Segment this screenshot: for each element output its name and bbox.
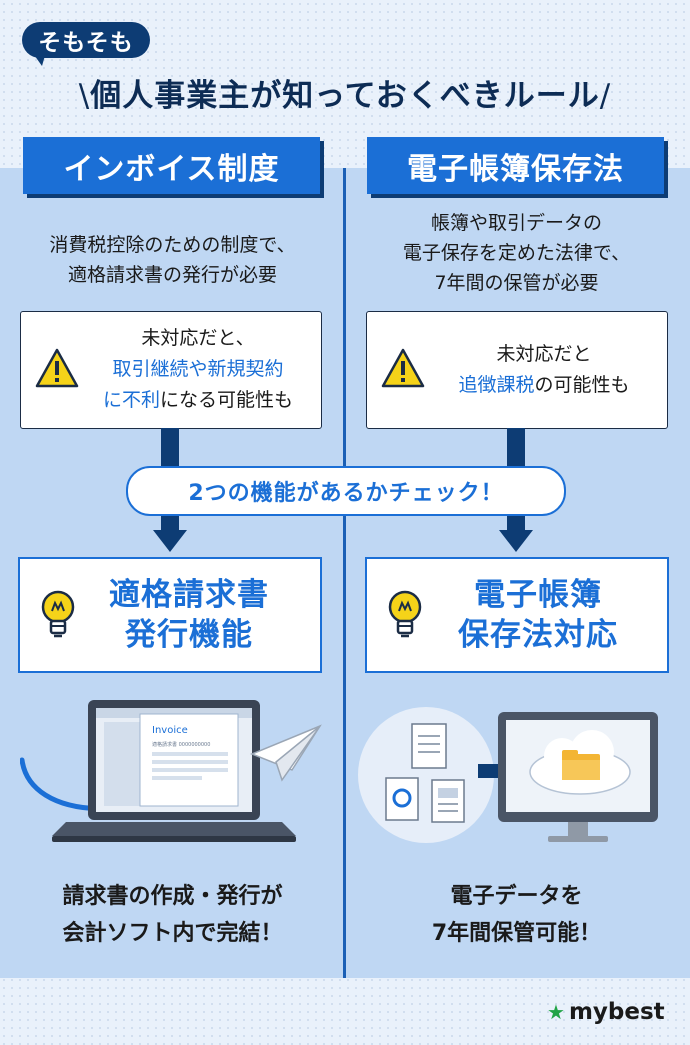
left-summary: 請求書の作成・発行が 会計ソフト内で完結！ [10, 878, 335, 952]
mybest-logo: ★ mybest [547, 998, 665, 1026]
warning-icon [381, 348, 425, 388]
document-icon [431, 779, 465, 823]
warning-icon [35, 348, 79, 388]
right-desc-line: 7年間の保管が必要 [434, 272, 599, 294]
lightbulb-icon [41, 590, 75, 638]
left-summary-line: 会計ソフト内で完結！ [62, 921, 283, 946]
lightbulb-icon [388, 590, 422, 638]
title-text: 個人事業主が知っておくべきルール [90, 78, 600, 114]
star-icon: ★ [547, 1000, 565, 1024]
right-summary-line: 7年間保管可能！ [431, 921, 602, 946]
right-desc-line: 帳簿や取引データの [430, 212, 602, 234]
check-pill: 2つの機能があるかチェック！ [126, 466, 566, 516]
left-warning-line1: 未対応だと、 [141, 327, 255, 349]
left-warning-box: 未対応だと、 取引継続や新規契約 に不利になる可能性も [20, 311, 322, 429]
heading-invoice-system: インボイス制度 [23, 137, 320, 194]
page-title: \個人事業主が知っておくべきルール/ [20, 70, 670, 114]
right-description: 帳簿や取引データの 電子保存を定めた法律で、 7年間の保管が必要 [354, 208, 679, 298]
left-feature-box: 適格請求書 発行機能 [18, 557, 322, 673]
title-slash-left: \ [78, 78, 91, 114]
left-desc-line: 消費税控除のための制度で、 [49, 234, 296, 256]
left-warning-line3-blue: に不利 [102, 389, 160, 411]
left-warning-line3: に不利になる可能性も [85, 385, 311, 416]
right-desc-line: 電子保存を定めた法律で、 [402, 242, 631, 264]
left-description: 消費税控除のための制度で、 適格請求書の発行が必要 [10, 230, 335, 290]
left-warning-line2: 取引継続や新規契約 [112, 358, 284, 380]
right-warning-box: 未対応だと 追徴課税の可能性も [366, 311, 668, 429]
right-feature-line: 電子帳簿 [474, 577, 602, 613]
right-warning-line2-blue: 追徴課税 [458, 374, 535, 396]
right-feature-line: 保存法対応 [458, 617, 618, 653]
left-desc-line: 適格請求書の発行が必要 [67, 264, 277, 286]
right-arrow-head [499, 530, 533, 552]
laptop-invoice-illustration: Invoice 適格請求書 0000000000 [20, 700, 322, 842]
left-feature-line: 適格請求書 [109, 577, 269, 613]
left-warning-line3-rest: になる可能性も [160, 389, 294, 411]
right-feature-box: 電子帳簿 保存法対応 [365, 557, 669, 673]
cloud-storage-illustration [358, 707, 658, 843]
column-divider [343, 168, 346, 978]
heading-e-book-law: 電子帳簿保存法 [367, 137, 664, 194]
logo-text: mybest [568, 999, 665, 1025]
document-icon [411, 723, 447, 769]
chart-document-icon [385, 777, 419, 821]
right-summary: 電子データを 7年間保管可能！ [354, 878, 679, 952]
right-warning-line2: 追徴課税の可能性も [431, 370, 657, 401]
right-summary-line: 電子データを [450, 884, 583, 909]
invoice-sub: 適格請求書 0000000000 [152, 741, 210, 748]
left-arrow-head [153, 530, 187, 552]
left-feature-line: 発行機能 [125, 617, 253, 653]
right-warning-line2-rest: の可能性も [534, 374, 630, 396]
left-summary-line: 請求書の作成・発行が [62, 884, 283, 909]
title-slash-right: / [599, 78, 612, 114]
right-warning-line1: 未対応だと [496, 343, 592, 365]
badge-tail [32, 52, 46, 66]
cloud-folder-icon [529, 730, 631, 795]
paper-plane-icon [250, 724, 322, 782]
invoice-label: Invoice [152, 725, 188, 736]
